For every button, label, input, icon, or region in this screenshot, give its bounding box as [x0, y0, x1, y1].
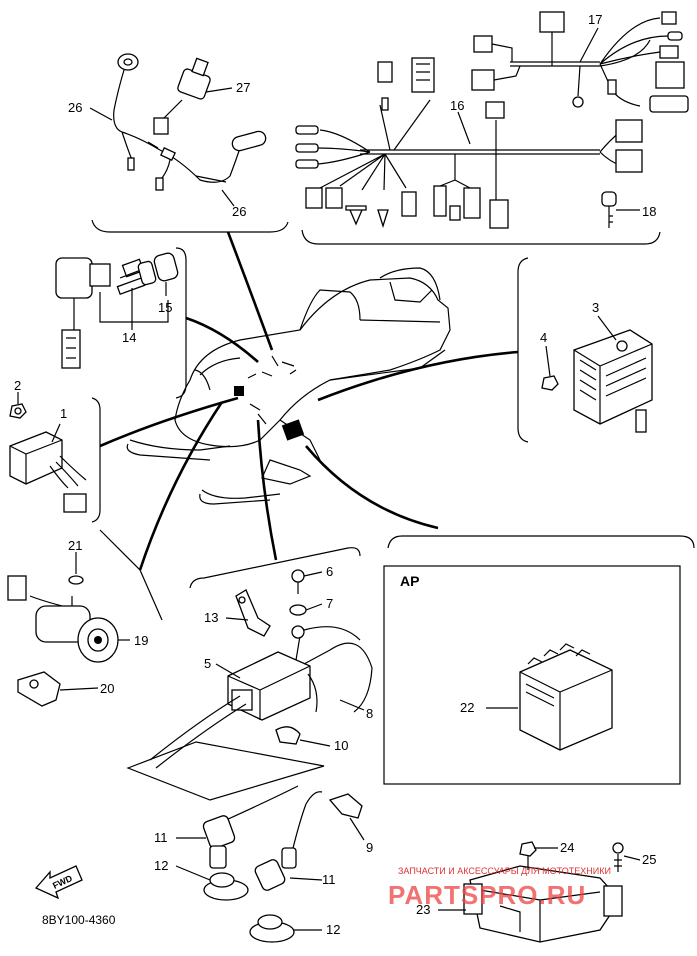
part-19-starter-switch: [7, 575, 119, 663]
callout-13: 13: [204, 610, 218, 625]
leader-cdi: [99, 396, 239, 448]
callout-10: 10: [334, 738, 348, 753]
callout-19: 19: [134, 633, 148, 648]
callout-4: 4: [540, 330, 547, 345]
callout-12a: 12: [154, 858, 168, 873]
part-21-washer: [68, 575, 84, 585]
leader-harness-top: [226, 231, 274, 351]
part-7-nut: [289, 604, 307, 616]
part-2-nut: [9, 403, 27, 419]
group-bracket-top-right: [301, 229, 661, 245]
machine-cdi-marker: [234, 386, 244, 396]
part-25-bolt: [612, 842, 624, 872]
snowmobile-outline: [126, 267, 451, 505]
part-12b-boot: [249, 914, 295, 943]
part-8-ground-lead: [291, 625, 361, 641]
group-bracket-starter: [99, 529, 163, 621]
callout-25: 25: [642, 852, 656, 867]
part-16-main-harness: [295, 57, 643, 229]
callout-leaders: [17, 27, 641, 931]
callout-27: 27: [236, 80, 250, 95]
leader-starter: [138, 401, 224, 571]
callout-15: 15: [158, 300, 172, 315]
callout-2: 2: [14, 378, 21, 393]
part-20-bracket: [17, 671, 61, 707]
callout-21: 21: [68, 538, 82, 553]
coil-plate: [126, 741, 325, 801]
watermark-tagline: ЗАПЧАСТИ И АКСЕССУАРЫ ДЛЯ МОТОТЕХНИКИ: [398, 866, 611, 876]
part-27-switch: [153, 57, 211, 135]
part-24-nut: [519, 841, 537, 870]
part-3-regulator: [573, 329, 653, 433]
callout-14: 14: [122, 330, 136, 345]
group-bracket-top-left: [91, 219, 289, 233]
callout-24: 24: [560, 840, 574, 855]
ap-box: [383, 565, 681, 785]
part-10-clamp: [275, 726, 301, 745]
callout-6: 6: [326, 564, 333, 579]
callout-18: 18: [642, 204, 656, 219]
machine-battery-marker: [281, 419, 305, 441]
callout-26b: 26: [232, 204, 246, 219]
callout-9: 9: [366, 840, 373, 855]
part-26-sub-harness: [113, 53, 267, 191]
callout-20: 20: [100, 681, 114, 696]
group-bracket-coil: [189, 547, 361, 589]
callout-7: 7: [326, 596, 333, 611]
watermark-site: PARTSPRO.RU: [388, 880, 586, 910]
part-6-bolt: [291, 569, 305, 594]
group-bracket-key: [175, 247, 187, 399]
part-15-keys: [137, 252, 179, 286]
callout-23: 23: [416, 902, 430, 917]
part-12a-boot: [203, 872, 249, 901]
group-bracket-battery: [387, 535, 695, 549]
callout-22: 22: [460, 700, 474, 715]
part-17-harness-branch: [471, 11, 689, 113]
part-23-battery-bracket: [463, 865, 623, 943]
callout-8: 8: [366, 706, 373, 721]
callout-26a: 26: [68, 100, 82, 115]
callout-11b: 11: [322, 872, 336, 887]
leader-coil: [256, 419, 278, 561]
part-22-battery: [519, 643, 613, 751]
group-bracket-regulator: [517, 257, 529, 443]
callout-12b: 12: [326, 922, 340, 937]
part-13-bracket: [235, 589, 271, 637]
leader-key: [185, 316, 259, 363]
leader-14: [99, 288, 169, 330]
callout-3: 3: [592, 300, 599, 315]
part-5-ignition-coil: [149, 635, 373, 769]
callout-16: 16: [450, 98, 464, 113]
part-11b-plug-cap: [254, 791, 323, 891]
machine-harness-bits: [247, 355, 297, 425]
part-18-key: [601, 191, 617, 228]
group-bracket-cdi: [91, 397, 101, 523]
part-11a-plug-cap: [202, 785, 299, 869]
fwd-arrow-icon: FWD: [34, 865, 83, 900]
ap-label: AP: [400, 573, 419, 589]
callout-11a: 11: [154, 830, 168, 845]
diagram-code: 8BY100-4360: [42, 913, 116, 927]
part-9-clip: [328, 793, 363, 819]
part-1-cdi-unit: [9, 431, 87, 513]
callout-17: 17: [588, 12, 602, 27]
part-4-nut: [541, 375, 559, 391]
callout-5: 5: [204, 656, 211, 671]
callout-1: 1: [60, 406, 67, 421]
leader-battery: [305, 445, 439, 530]
